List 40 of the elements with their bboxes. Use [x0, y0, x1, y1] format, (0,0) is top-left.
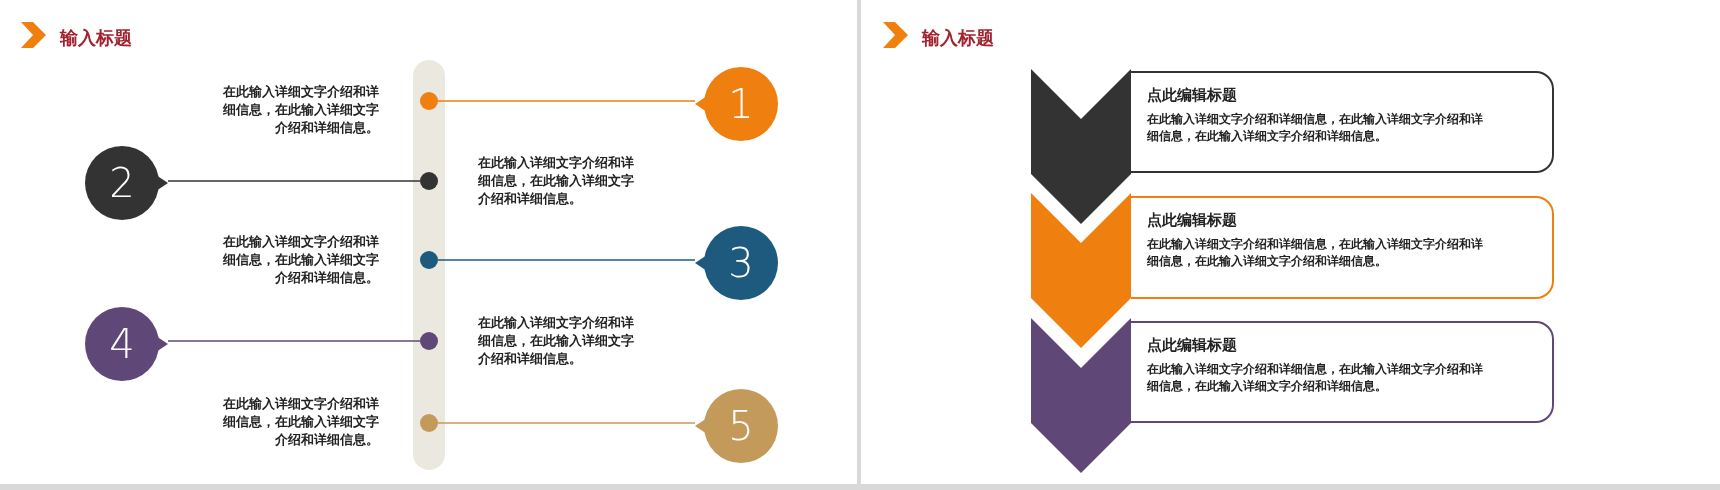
card-heading: 点此编辑标题	[1147, 211, 1237, 230]
text-card	[1131, 321, 1554, 423]
timeline-dot	[420, 332, 438, 350]
number-bubble	[695, 389, 778, 463]
step-banner	[1031, 318, 1131, 473]
connector-line	[437, 100, 696, 102]
step-number: 1	[727, 84, 755, 124]
card-body-text: 在此输入详细文字介绍和详细信息，在此输入详细文字介绍和详细信息，在此输入详细文字介绍和详细信息。	[1147, 361, 1484, 395]
timeline-dot	[420, 251, 438, 269]
description-text: 在此输入详细文字介绍和详细信息，在此输入详细文字介绍和详细信息。	[478, 314, 635, 368]
number-bubble	[695, 67, 778, 141]
number-bubble	[85, 307, 168, 381]
card-body-text: 在此输入详细文字介绍和详细信息，在此输入详细文字介绍和详细信息，在此输入详细文字介绍和详细信息。	[1147, 111, 1484, 145]
description-text: 在此输入详细文字介绍和详细信息，在此输入详细文字介绍和详细信息。	[222, 395, 379, 449]
text-card	[1131, 71, 1554, 173]
card-heading: 点此编辑标题	[1147, 86, 1237, 105]
step-banner	[1031, 69, 1131, 224]
card-heading: 点此编辑标题	[1147, 336, 1237, 355]
text-card	[1131, 196, 1554, 299]
slide-title: 输入标题	[922, 26, 994, 50]
description-text: 在此输入详细文字介绍和详细信息，在此输入详细文字介绍和详细信息。	[478, 154, 635, 208]
connector-line	[437, 259, 696, 261]
slide-title: 输入标题	[60, 26, 132, 50]
card-body-text: 在此输入详细文字介绍和详细信息，在此输入详细文字介绍和详细信息，在此输入详细文字介绍和详细信息。	[1147, 236, 1484, 270]
step-number: 2	[108, 163, 136, 203]
step-number: 3	[727, 243, 755, 283]
step-banner	[1031, 193, 1131, 348]
number-bubble	[695, 226, 778, 300]
timeline-dot	[420, 92, 438, 110]
connector-line	[167, 180, 421, 182]
description-text: 在此输入详细文字介绍和详细信息，在此输入详细文字介绍和详细信息。	[222, 233, 379, 287]
timeline-bar	[413, 60, 445, 470]
connector-line	[437, 422, 696, 424]
description-text: 在此输入详细文字介绍和详细信息，在此输入详细文字介绍和详细信息。	[222, 83, 379, 137]
timeline-dot	[420, 172, 438, 190]
connector-line	[167, 340, 421, 342]
number-bubble	[85, 146, 168, 220]
step-number: 4	[108, 324, 136, 364]
timeline-dot	[420, 414, 438, 432]
step-number: 5	[727, 406, 755, 446]
